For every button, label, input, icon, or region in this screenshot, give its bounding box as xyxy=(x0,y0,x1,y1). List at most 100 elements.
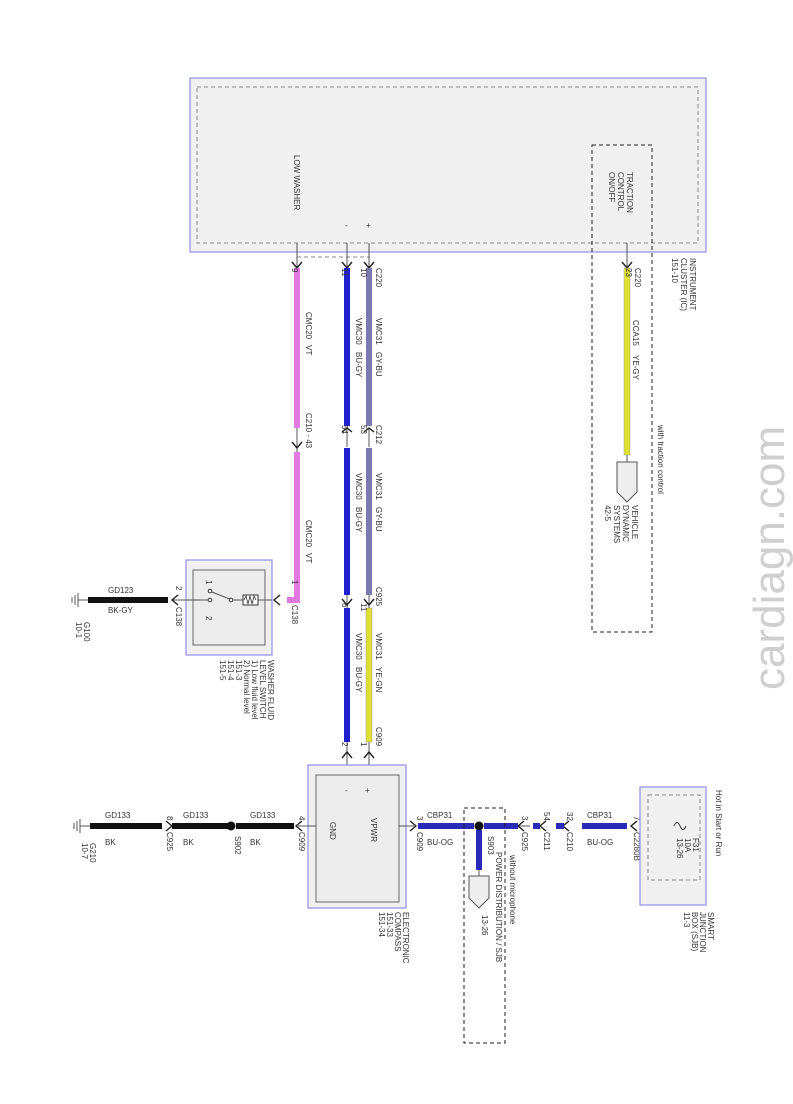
fuse-label: F31 xyxy=(691,838,700,852)
color-label: GY-BU xyxy=(374,507,383,532)
wire-cbp31 xyxy=(556,823,564,829)
wire-vmc31 xyxy=(366,448,372,595)
switch-label: WASHER FLUID xyxy=(266,660,275,720)
pin-label: 1 xyxy=(290,580,299,585)
pin-label: 32 xyxy=(565,812,574,821)
gnd-label: GND xyxy=(328,822,337,840)
pin-label: 10 xyxy=(359,268,368,277)
pin-label: 1 xyxy=(359,742,368,747)
pin-label: 53 xyxy=(359,425,368,434)
connector-arrow-icon xyxy=(170,594,179,606)
pin-label: 11 xyxy=(359,603,368,612)
wire-cmc20 xyxy=(287,452,300,603)
circuit-label: GD133 xyxy=(250,811,276,820)
ic-label: INSTRUMENT xyxy=(688,258,697,311)
c925-label: C925 xyxy=(374,587,383,607)
circuit-label: CBP31 xyxy=(587,811,613,820)
c210-label: C210 - 43 xyxy=(304,413,313,449)
wire-gd123 xyxy=(88,597,168,603)
c211-label: C211 xyxy=(542,832,551,851)
pin-label: 54 xyxy=(340,425,349,434)
sjb-label: SMART xyxy=(706,912,715,940)
circuit-label: GD123 xyxy=(108,586,134,595)
circuit-label: VMC30 xyxy=(354,473,363,500)
traction-label: CONTROL xyxy=(616,172,625,212)
color-label: BU-GY xyxy=(354,667,363,693)
pin-label: 3 xyxy=(415,816,424,821)
pin-label: 7 xyxy=(632,816,641,821)
switch-label: 2) Normal level xyxy=(242,660,251,714)
traction-label: ON/OFF xyxy=(607,172,616,202)
splice-s902 xyxy=(226,821,236,831)
wire-vmc30 xyxy=(344,608,350,742)
hot-label: Hot in Start or Run xyxy=(714,790,723,856)
dest-label: 42-5 xyxy=(603,505,612,522)
c138-label: C138 xyxy=(174,607,183,627)
pin-label: 2 xyxy=(174,586,183,591)
smart-junction-box: Hot in Start or Run F31 10A 13-26 SMART … xyxy=(639,786,723,953)
pin-label: 11 xyxy=(340,268,349,277)
wire-cbp31 xyxy=(533,823,540,829)
dest-page-label: 13-26 xyxy=(480,915,489,936)
wire-cbp31 xyxy=(484,823,518,829)
s902-label: S902 xyxy=(233,836,242,855)
traction-label: TRACTION xyxy=(625,172,634,213)
pin-label: 3 xyxy=(520,816,529,821)
wire-cmc20 xyxy=(294,268,300,428)
wire-gd133 xyxy=(172,823,230,829)
splice-s903 xyxy=(474,821,484,831)
circuit-label: VMC30 xyxy=(354,633,363,660)
connector-shape-icon xyxy=(616,461,638,503)
c909-label: C909 xyxy=(415,832,424,852)
instrument-cluster: INSTRUMENT CLUSTER (IC) 151-10 TRACTION … xyxy=(189,77,707,633)
wire-gd133 xyxy=(236,823,294,829)
color-label: YE-GY xyxy=(631,355,640,381)
c909-label: C909 xyxy=(374,727,383,747)
fuse-label: 13-26 xyxy=(675,838,684,859)
circuit-label: VMC30 xyxy=(354,318,363,345)
circuit-label: GD133 xyxy=(183,811,209,820)
compass-label: 151-34 xyxy=(377,912,386,937)
pin-label: 23 xyxy=(624,268,633,277)
s903-label: S903 xyxy=(486,836,495,855)
circuit-label: GD133 xyxy=(105,811,131,820)
ground-icon xyxy=(71,593,88,607)
pin-label: 9 xyxy=(290,268,299,273)
pin-label: 8 xyxy=(165,816,174,821)
dest-label: SYSTEMS xyxy=(612,505,621,543)
circuit-label: VMC31 xyxy=(374,473,383,500)
washer-fluid-level-switch: 1 2 2 C138 WASHER FLUID LEVEL SWITCH 1) … xyxy=(170,559,275,720)
wire-vmc30 xyxy=(344,268,350,426)
plus-label: + xyxy=(365,786,370,795)
color-label: BU-OG xyxy=(587,838,613,847)
dest-label: VEHICLE xyxy=(630,505,639,539)
sjb-label: BOX (SJB) xyxy=(690,912,699,951)
compass-label: COMPASS xyxy=(393,912,402,951)
resistor-icon xyxy=(242,594,259,606)
connector-arrow-icon xyxy=(272,594,281,606)
ground-label: G100 xyxy=(82,622,91,642)
color-label: GY-BU xyxy=(374,352,383,377)
color-label: BK xyxy=(105,838,116,847)
dest-label: DYNAMIC xyxy=(621,505,630,542)
compass-label: 151-33 xyxy=(385,912,394,937)
color-label: BU-GY xyxy=(354,352,363,378)
ground-label: G210 xyxy=(88,843,97,863)
c2280b-label: C2280B xyxy=(632,832,641,861)
color-label: BU-OG xyxy=(427,838,453,847)
wire-cbp31-branch xyxy=(476,830,482,870)
ground-page-label: 10-7 xyxy=(80,843,89,860)
color-label: BK xyxy=(250,838,261,847)
pin-label: 2 xyxy=(340,742,349,747)
minus-label: - xyxy=(345,786,348,795)
wire-vmc31 xyxy=(366,268,372,426)
ground-g210: GD133 BK GD133 BK GD133 BK 4 C909 S902 8… xyxy=(73,811,316,863)
switch-label: 151-5 xyxy=(218,660,227,681)
connector-shape-icon xyxy=(468,875,490,909)
microphone-option-box xyxy=(463,807,506,1044)
switch-position-label: 2 xyxy=(204,616,213,621)
c138-label: C138 xyxy=(290,605,299,625)
watermark: cardiagn.com xyxy=(745,426,793,690)
circuit-label: CMC20 xyxy=(304,520,313,548)
circuit-label: CMC20 xyxy=(304,312,313,340)
